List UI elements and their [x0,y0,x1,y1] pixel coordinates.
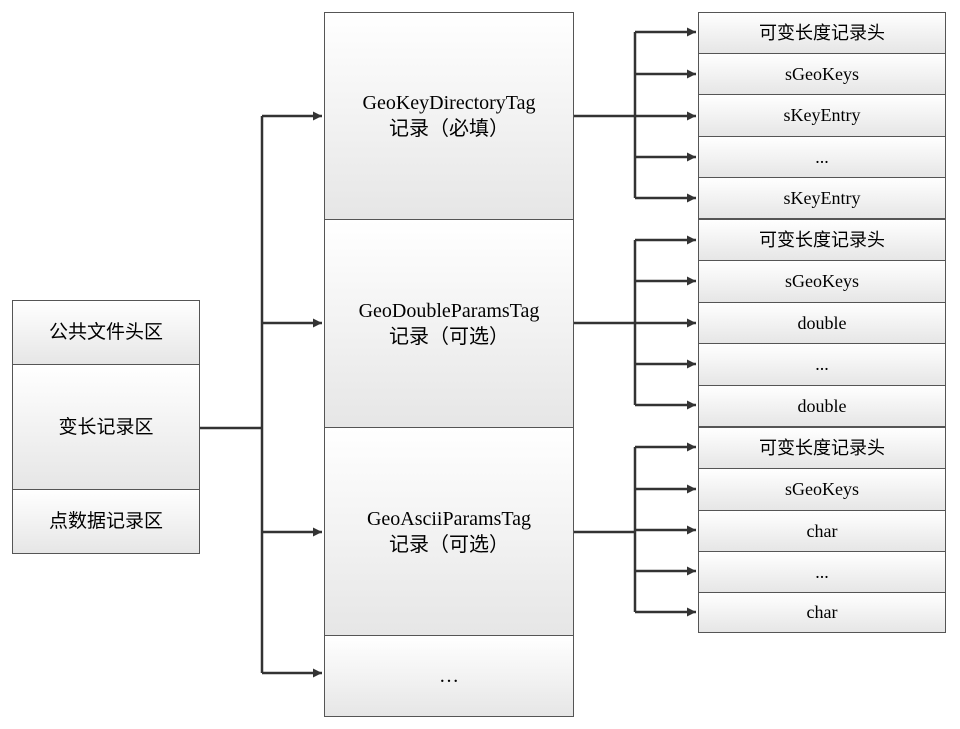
field-cell: double [698,302,946,344]
var-records-label: 变长记录区 [58,416,154,438]
point-records-section: 点数据记录区 [12,489,200,554]
field-cell: ... [698,136,946,178]
field-label: sGeoKeys [785,271,859,291]
record-name: GeoAsciiParamsTag [366,507,532,530]
field-label: sGeoKeys [785,479,859,499]
record-name: GeoKeyDirectoryTag [362,92,536,114]
field-cell: double [698,385,946,427]
field-label: double [797,312,847,333]
field-cell: ... [698,343,946,386]
var-records-section: 变长记录区 [12,364,200,490]
field-label: ... [815,354,829,374]
record-status: 记录（可选） [389,533,509,556]
record-status: 记录（可选） [389,325,509,348]
field-cell: 可变长度记录头 [698,427,946,469]
file-header-section: 公共文件头区 [12,300,200,365]
field-label: 可变长度记录头 [759,22,885,43]
record-geodoubleparams: GeoDoubleParamsTag 记录（可选） [324,219,574,428]
field-cell: sGeoKeys [698,53,946,95]
record-status: 记录（必填） [389,118,509,140]
field-label: ... [815,146,829,167]
field-label: sKeyEntry [783,105,861,125]
record-name: GeoDoubleParamsTag [358,299,540,322]
record-geoasciiparams: GeoAsciiParamsTag 记录（可选） [324,427,574,636]
field-cell: 可变长度记录头 [698,219,946,261]
field-cell: char [698,592,946,633]
file-header-label: 公共文件头区 [48,322,163,343]
field-cell: sKeyEntry [698,94,946,137]
field-cell: ... [698,551,946,593]
field-label: sGeoKeys [785,63,859,84]
field-label: 可变长度记录头 [759,437,885,458]
field-label: 可变长度记录头 [759,229,885,250]
field-label: char [806,520,838,541]
record-ellipsis: … [439,665,459,687]
field-label: sKeyEntry [783,187,861,208]
field-cell: sKeyEntry [698,177,946,219]
field-label: char [806,602,838,622]
point-records-label: 点数据记录区 [48,511,163,532]
field-cell: sGeoKeys [698,468,946,511]
record-more: … [324,635,574,717]
field-label: ... [815,561,829,582]
field-cell: 可变长度记录头 [698,12,946,54]
field-cell: char [698,510,946,552]
record-geokeydirectory: GeoKeyDirectoryTag 记录（必填） [324,12,574,220]
field-label: double [797,395,847,416]
field-cell: sGeoKeys [698,260,946,303]
